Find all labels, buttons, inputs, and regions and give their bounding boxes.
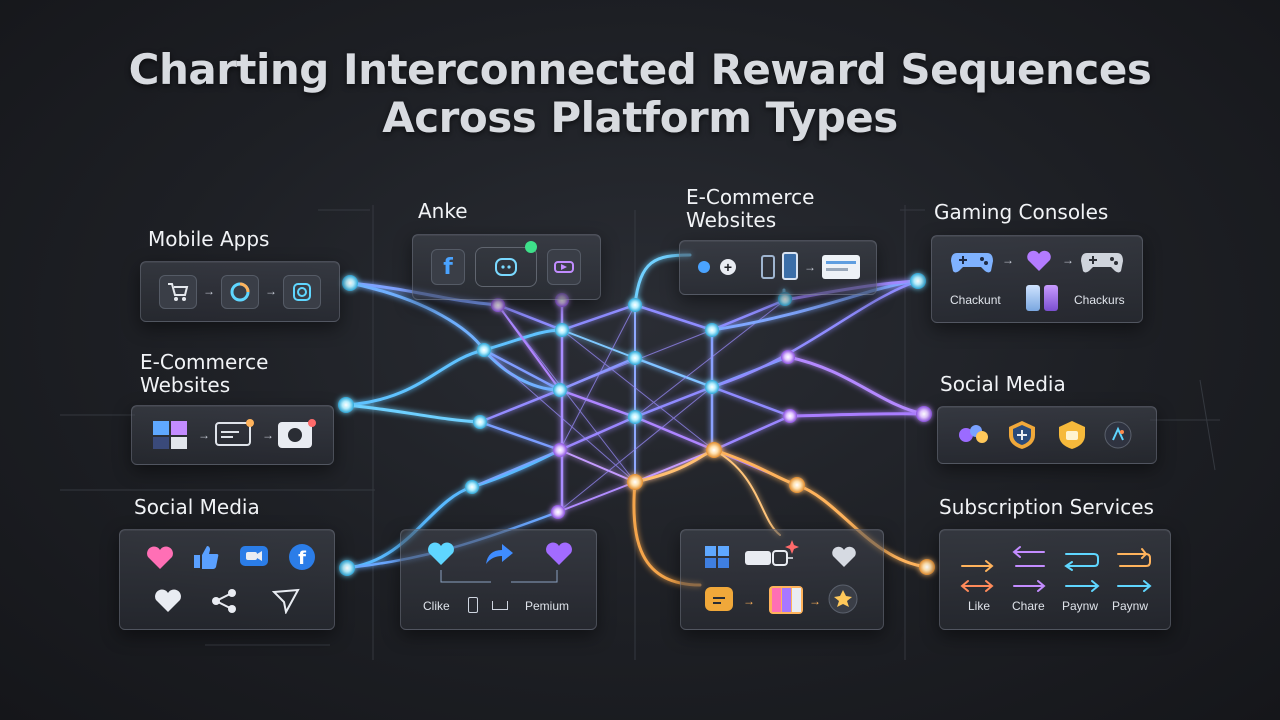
phone-icon — [1040, 282, 1062, 314]
arrow-grid-icon — [960, 546, 1152, 592]
label-anke: Anke — [418, 199, 468, 223]
arrow-icon: → — [1002, 253, 1014, 267]
gamepad-icon — [1078, 246, 1126, 276]
message-icon — [701, 582, 737, 616]
label-gaming-consoles: Gaming Consoles — [934, 200, 1109, 224]
reward-text-right: Pemium — [525, 599, 570, 613]
heart-outline-icon — [148, 584, 188, 618]
card-anke[interactable]: f — [412, 234, 601, 300]
gaming-text-right: Chackurs — [1074, 293, 1125, 307]
arrow-icon: → — [743, 594, 755, 608]
heart-icon — [541, 538, 577, 570]
arrow-icon: → — [804, 260, 816, 274]
browser-icon — [214, 418, 254, 450]
ring-icon — [221, 275, 259, 309]
subscription-label-3: Paynw — [1062, 599, 1099, 613]
add-icon: + — [718, 257, 738, 277]
arrow-icon: → — [262, 428, 274, 442]
arrow-icon: → — [809, 594, 821, 608]
video-chat-icon — [234, 540, 274, 574]
sparkle-icon — [781, 536, 803, 558]
facebook-icon: f — [431, 249, 465, 285]
gamepad-icon — [948, 246, 996, 276]
subscription-label-4: Paynw — [1112, 599, 1149, 613]
gallery-icon — [150, 418, 190, 452]
star-badge-icon — [825, 582, 861, 616]
badge-icon — [1052, 415, 1092, 455]
label-ecommerce-top-2: Websites — [686, 208, 777, 232]
arrow-icon: → — [203, 284, 215, 298]
label-social-media-right: Social Media — [940, 372, 1066, 396]
label-mobile-apps: Mobile Apps — [148, 227, 270, 251]
card-social-media-left[interactable]: f — [119, 529, 335, 630]
grid-icon — [701, 542, 733, 572]
page-title: Charting Interconnected Reward Sequences — [128, 45, 1152, 94]
arrow-icon: → — [1062, 253, 1074, 267]
card-ecommerce-top[interactable]: + → — [679, 240, 877, 295]
notification-dot-icon — [525, 241, 537, 253]
card-ecommerce-left[interactable]: → → — [131, 405, 334, 465]
send-icon — [266, 584, 306, 618]
card-mobile-apps[interactable]: → → — [140, 261, 340, 322]
label-subscription-services: Subscription Services — [939, 495, 1154, 519]
share-icon — [204, 584, 244, 618]
connector-lines — [440, 570, 558, 583]
label-ecommerce-left-1: E-Commerce — [140, 350, 269, 374]
gift-card-icon — [276, 417, 316, 451]
subscription-label-1: Like — [968, 599, 991, 613]
heart-icon — [140, 542, 180, 574]
phone-icon — [465, 594, 481, 616]
share-arrow-icon — [479, 538, 519, 570]
app-icon — [283, 275, 321, 309]
label-ecommerce-top-1: E-Commerce — [686, 185, 815, 209]
card-icon — [820, 252, 862, 282]
avatar-icon — [1100, 417, 1136, 453]
shield-add-icon — [1002, 415, 1042, 455]
heart-outline-icon — [827, 542, 861, 572]
reward-text-left: Clike — [423, 599, 450, 613]
card-gaming-consoles[interactable]: → → Chackunt Chackurs — [931, 235, 1143, 323]
phone-icon — [1022, 282, 1044, 314]
phone-icon — [780, 250, 800, 282]
cards-stack-icon — [765, 580, 807, 618]
svg-text:f: f — [298, 548, 306, 569]
tray-icon — [489, 594, 511, 616]
thumbs-up-icon — [186, 540, 226, 574]
card-social-media-right[interactable] — [937, 406, 1157, 464]
card-subscription-services[interactable]: Like Chare Paynw Paynw — [939, 529, 1171, 630]
heart-icon — [423, 538, 459, 570]
page-subtitle: Across Platform Types — [382, 93, 898, 142]
background-grid — [60, 205, 1220, 660]
dot-icon — [694, 257, 714, 277]
facebook-icon: f — [282, 540, 322, 574]
label-ecommerce-left-2: Websites — [140, 373, 231, 397]
network-nodes — [338, 273, 935, 576]
label-social-media-left: Social Media — [134, 495, 260, 519]
card-reward-flow[interactable]: Clike Pemium — [400, 529, 597, 630]
arrow-icon: → — [198, 428, 210, 442]
dots-cluster-icon — [954, 418, 994, 452]
cart-icon — [159, 275, 197, 309]
phone-icon — [758, 253, 778, 281]
heart-icon — [1022, 246, 1056, 276]
subscription-label-2: Chare — [1012, 599, 1045, 613]
chat-bubble-icon — [475, 247, 537, 287]
arrow-icon: → — [265, 284, 277, 298]
video-icon — [547, 249, 581, 285]
card-orange-flow[interactable]: → → — [680, 529, 884, 630]
gaming-text-left: Chackunt — [950, 293, 1001, 307]
toggle-icon — [743, 542, 793, 572]
